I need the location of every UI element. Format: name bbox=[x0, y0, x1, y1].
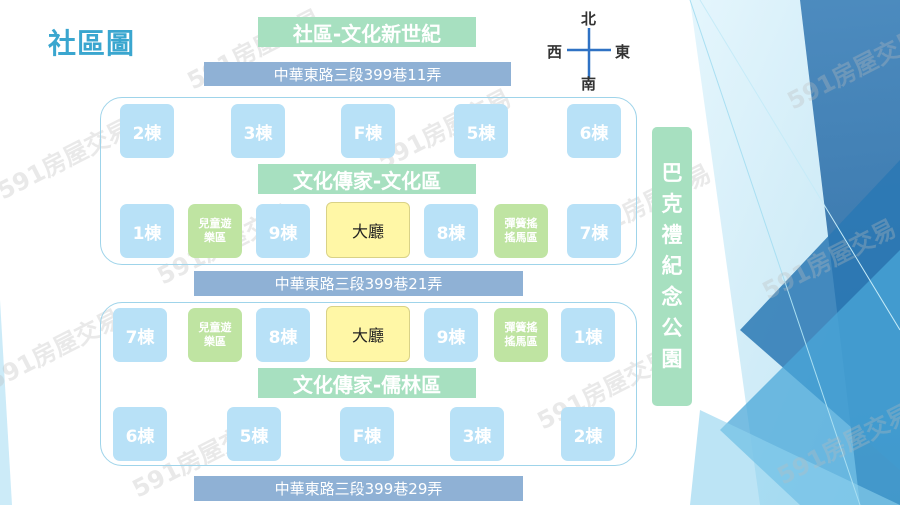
compass-cross-icon bbox=[567, 28, 611, 78]
park-label-char: 禮 bbox=[661, 223, 683, 247]
park-label-char: 紀 bbox=[661, 254, 683, 278]
building-block: 9棟 bbox=[256, 204, 310, 258]
building-block: 6棟 bbox=[113, 407, 167, 461]
building-block: 8棟 bbox=[424, 204, 478, 258]
spring-rider-area: 彈簧搖搖馬區 bbox=[494, 204, 548, 258]
compass-east: 東 bbox=[615, 43, 631, 61]
compass: 北 南 西 東 bbox=[545, 8, 635, 93]
road-label-29: 中華東路三段399巷29弄 bbox=[194, 476, 523, 501]
building-block: 5棟 bbox=[227, 407, 281, 461]
building-block: 8棟 bbox=[256, 308, 310, 362]
building-block: 3棟 bbox=[450, 407, 504, 461]
rulin-district-frame bbox=[100, 302, 637, 466]
building-block: 7棟 bbox=[113, 308, 167, 362]
building-block: 2棟 bbox=[120, 104, 174, 158]
lobby-hall: 大廳 bbox=[326, 202, 410, 258]
road-label-11: 中華東路三段399巷11弄 bbox=[204, 62, 511, 86]
building-block: 6棟 bbox=[567, 104, 621, 158]
building-block: 9棟 bbox=[424, 308, 478, 362]
lobby-hall: 大廳 bbox=[326, 306, 410, 362]
building-block: F棟 bbox=[340, 407, 394, 461]
compass-north: 北 bbox=[581, 10, 597, 28]
page-title: 社區圖 bbox=[48, 27, 136, 60]
community-name-banner: 社區-文化新世紀 bbox=[258, 17, 476, 47]
park-label-char: 巴 bbox=[661, 161, 683, 185]
building-block: 1棟 bbox=[561, 308, 615, 362]
wenhua-district-label: 文化傳家-文化區 bbox=[258, 164, 476, 194]
spring-rider-area: 彈簧搖搖馬區 bbox=[494, 308, 548, 362]
playground-area: 兒童遊樂區 bbox=[188, 308, 242, 362]
building-block: 2棟 bbox=[561, 407, 615, 461]
park-label-char: 念 bbox=[661, 285, 683, 309]
park-label-char: 克 bbox=[661, 192, 683, 216]
rulin-district-label: 文化傳家-儒林區 bbox=[258, 368, 476, 398]
building-block: 3棟 bbox=[231, 104, 285, 158]
park-label-char: 園 bbox=[661, 347, 683, 371]
building-block: F棟 bbox=[341, 104, 395, 158]
building-block: 5棟 bbox=[454, 104, 508, 158]
wenhua-district-frame bbox=[100, 97, 637, 265]
playground-area: 兒童遊樂區 bbox=[188, 204, 242, 258]
building-block: 1棟 bbox=[120, 204, 174, 258]
park-label: 巴 克 禮 紀 念 公 園 bbox=[652, 127, 692, 406]
park-label-char: 公 bbox=[661, 316, 683, 340]
compass-west: 西 bbox=[547, 43, 563, 61]
compass-south: 南 bbox=[581, 75, 597, 93]
building-block: 7棟 bbox=[567, 204, 621, 258]
road-label-21: 中華東路三段399巷21弄 bbox=[194, 271, 523, 296]
